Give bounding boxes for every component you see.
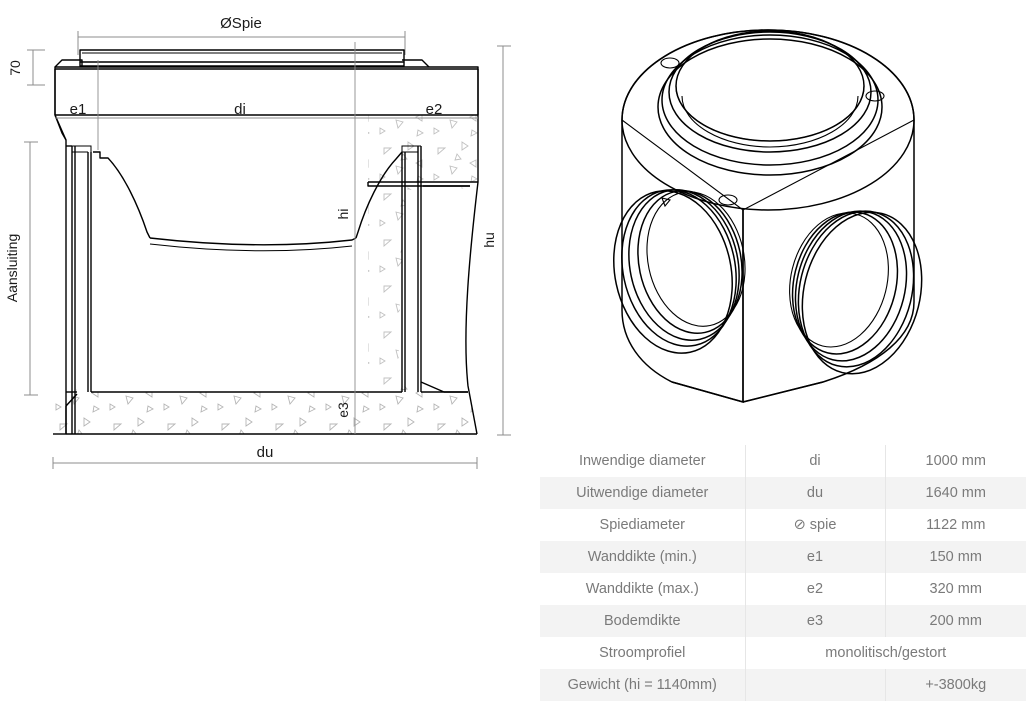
row-label: Gewicht (hi = 1140mm) (540, 669, 746, 701)
label-outer-height: hu (481, 232, 497, 248)
dimension-outer-height: hu (481, 45, 511, 436)
spec-table-element: Inwendige diameter di 1000 mm Uitwendige… (540, 445, 1026, 701)
label-bottom-thickness: e3 (335, 402, 351, 418)
chamber-section-geometry (53, 49, 479, 435)
row-label: Wanddikte (max.) (540, 573, 746, 605)
row-value: 200 mm (885, 605, 1026, 637)
row-symbol: e2 (745, 573, 886, 605)
row-value: 320 mm (885, 573, 1026, 605)
label-inner-diameter: di (234, 101, 246, 118)
table-row: Stroomprofiel monolitisch/gestort (540, 637, 1026, 669)
dimension-outer-diameter: du (52, 444, 478, 469)
dimension-inner-diameter: di (55, 42, 478, 434)
row-symbol: e1 (745, 541, 886, 573)
chamber-3d-body (613, 29, 923, 403)
dimension-spie-diameter: ØSpie (77, 15, 406, 55)
row-label: Bodemdikte (540, 605, 746, 637)
row-value: 1640 mm (885, 477, 1026, 509)
row-value: 1000 mm (885, 445, 1026, 477)
row-symbol: du (745, 477, 886, 509)
row-value: 150 mm (885, 541, 1026, 573)
pipe-socket-left (613, 189, 746, 354)
dimension-top-height: 70 (7, 49, 45, 86)
table-row: Inwendige diameter di 1000 mm (540, 445, 1026, 477)
row-symbol: e3 (745, 605, 886, 637)
specification-table: Inwendige diameter di 1000 mm Uitwendige… (540, 445, 1026, 701)
cross-section-drawing: ØSpie 70 Aansluiting hu (0, 0, 530, 490)
table-row: Bodemdikte e3 200 mm (540, 605, 1026, 637)
label-spie-diameter: ØSpie (220, 15, 262, 32)
row-label: Inwendige diameter (540, 445, 746, 477)
row-value: monolitisch/gestort (745, 637, 1026, 669)
row-label: Stroomprofiel (540, 637, 746, 669)
pipe-socket-right (789, 210, 923, 375)
table-row: Uitwendige diameter du 1640 mm (540, 477, 1026, 509)
isometric-3d-view (580, 10, 960, 430)
row-value: +-3800kg (885, 669, 1026, 701)
label-wall-min: e1 (70, 101, 87, 118)
row-label: Spiediameter (540, 509, 746, 541)
row-symbol: ⊘ spie (745, 509, 886, 541)
dimension-aansluiting: Aansluiting (4, 141, 38, 396)
label-wall-max: e2 (426, 101, 443, 118)
table-row: Wanddikte (max.) e2 320 mm (540, 573, 1026, 605)
spec-table-body: Inwendige diameter di 1000 mm Uitwendige… (540, 445, 1026, 701)
row-symbol: di (745, 445, 886, 477)
row-label: Wanddikte (min.) (540, 541, 746, 573)
table-row: Gewicht (hi = 1140mm) +-3800kg (540, 669, 1026, 701)
row-symbol (745, 669, 886, 701)
label-aansluiting: Aansluiting (4, 234, 20, 303)
label-outer-diameter: du (257, 444, 274, 461)
table-row: Wanddikte (min.) e1 150 mm (540, 541, 1026, 573)
table-row: Spiediameter ⊘ spie 1122 mm (540, 509, 1026, 541)
label-top-height: 70 (7, 60, 23, 76)
label-inner-height: hi (335, 209, 351, 220)
row-label: Uitwendige diameter (540, 477, 746, 509)
row-value: 1122 mm (885, 509, 1026, 541)
